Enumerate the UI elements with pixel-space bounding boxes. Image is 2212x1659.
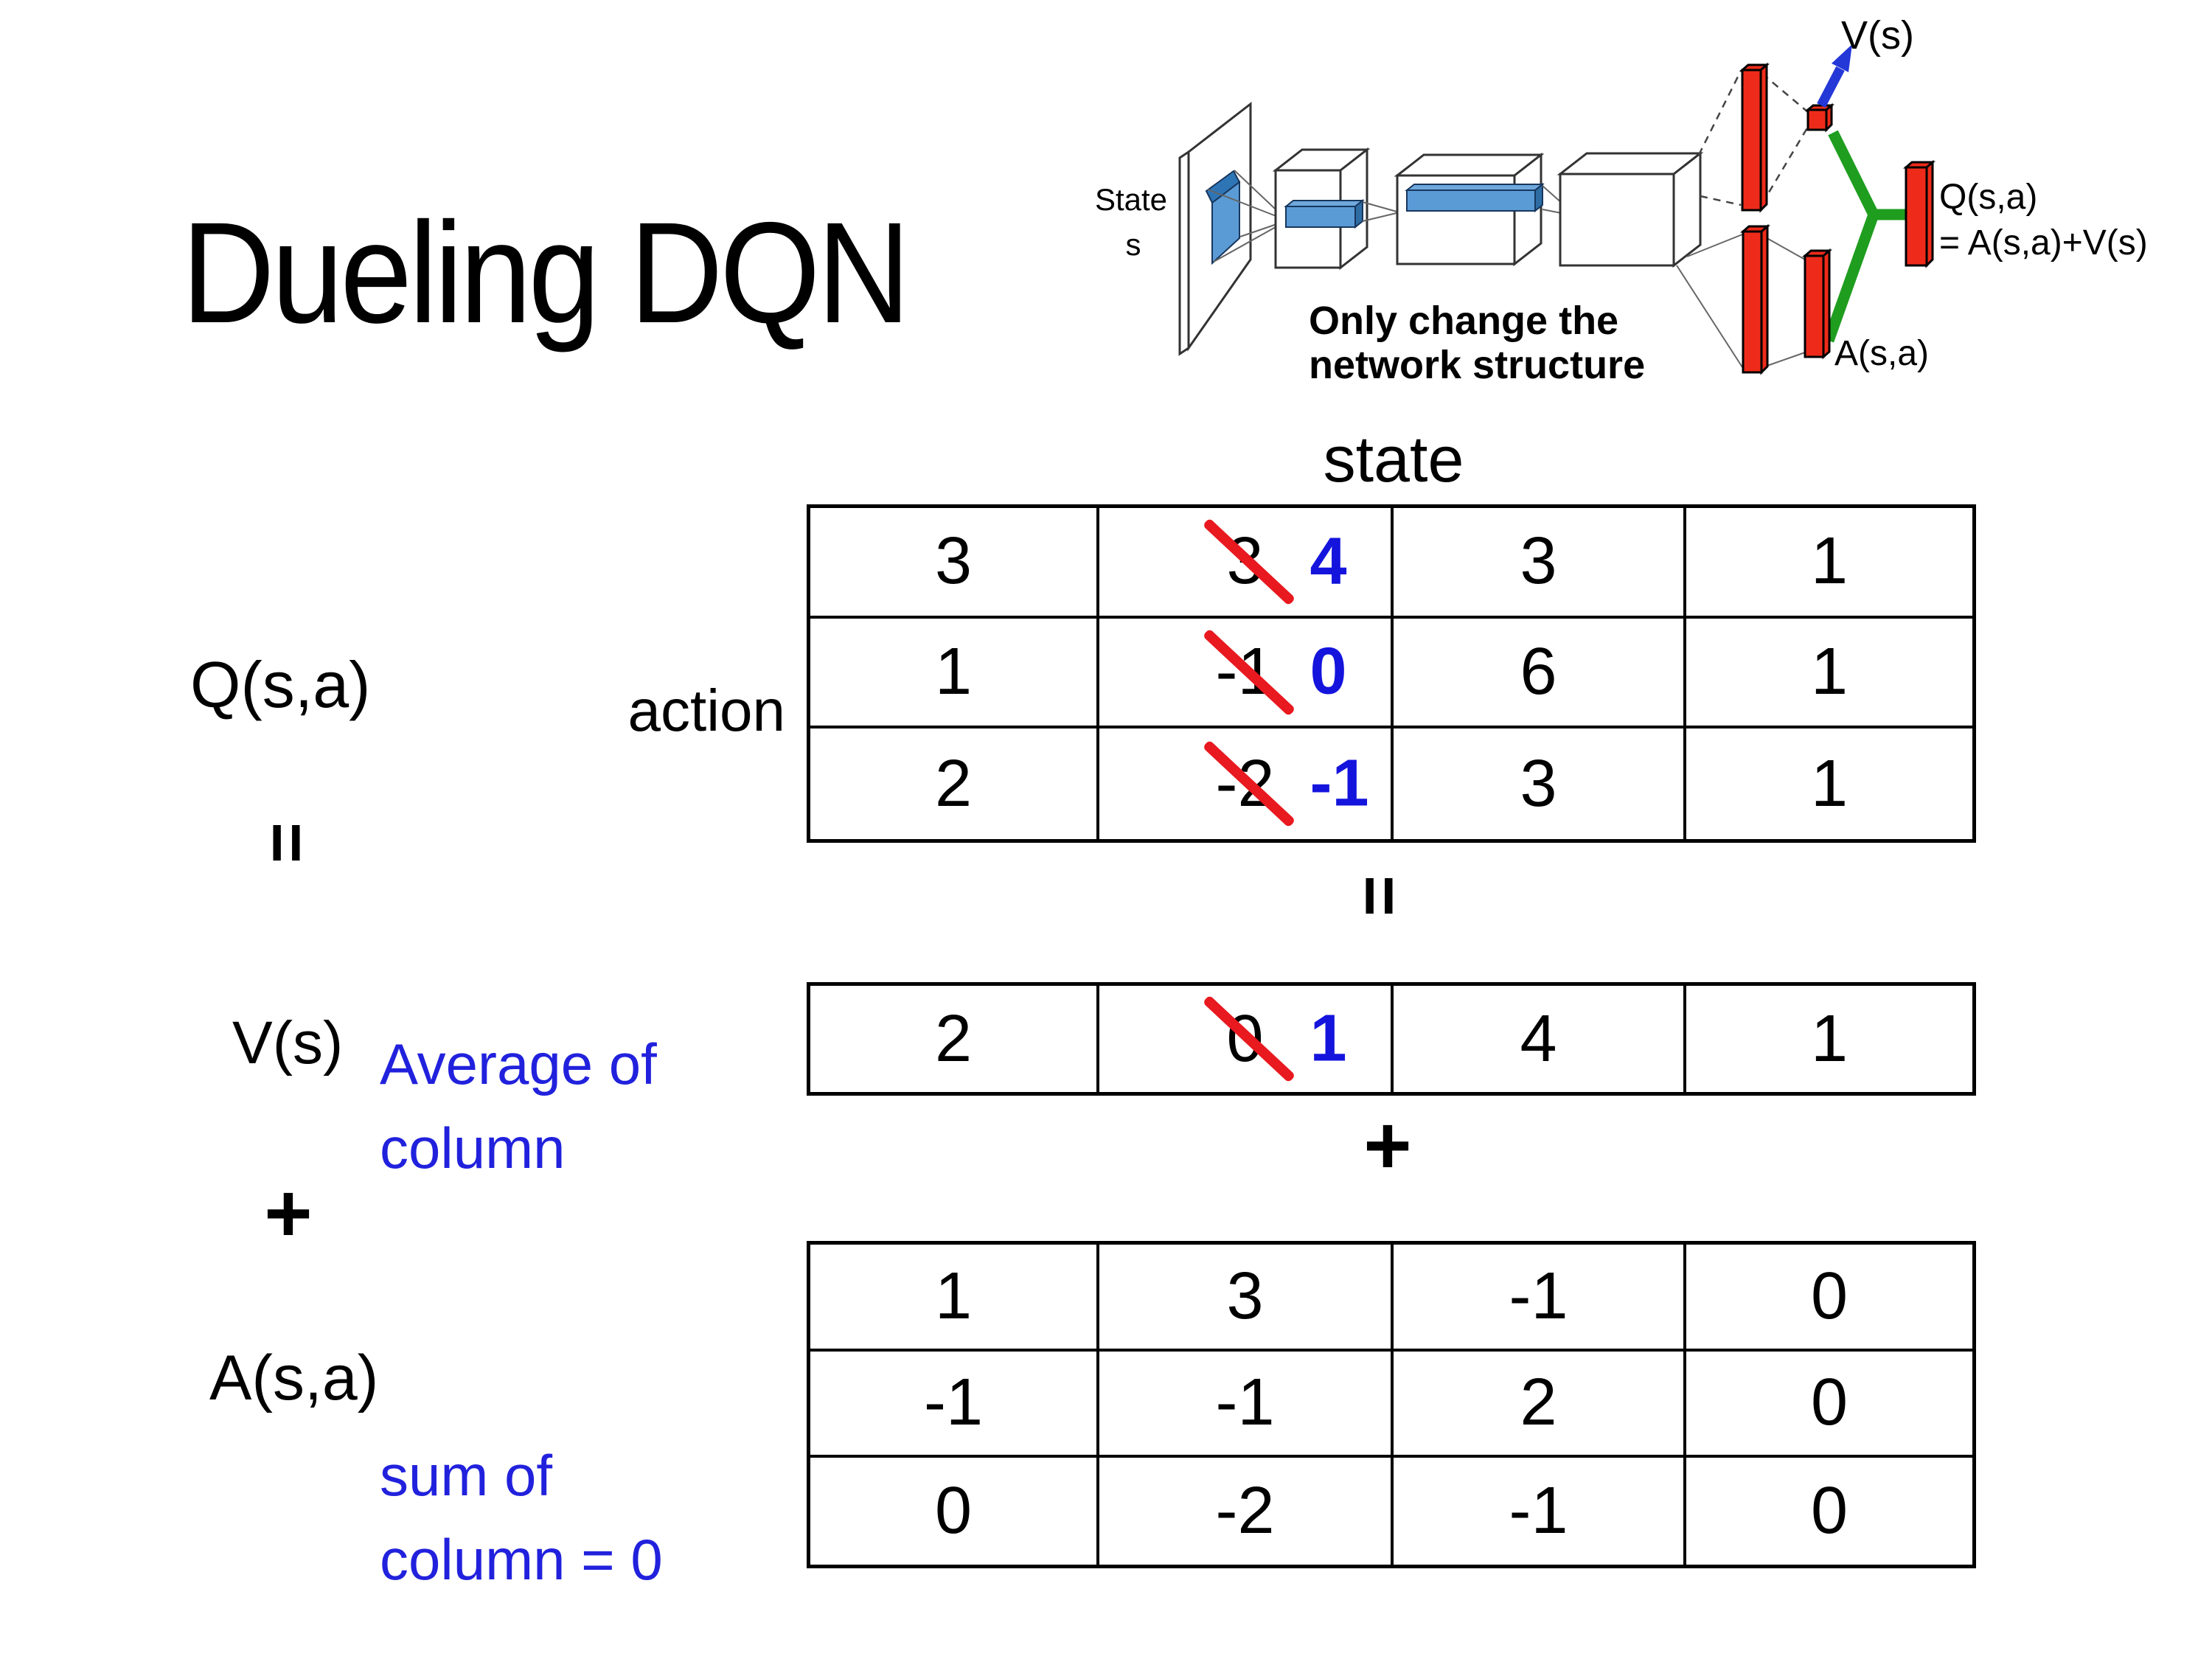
q-cell-r2c3: 6 (1394, 618, 1686, 729)
diagram-note-line1: Only change the (1309, 299, 1618, 343)
a-cell-r3c1: 0 (810, 1458, 1099, 1565)
a-function-label: A(s,a) (209, 1343, 379, 1413)
v-new-value: 1 (1310, 1001, 1347, 1076)
a-cell-r2c1: -1 (810, 1351, 1099, 1458)
q-new-value: 0 (1310, 634, 1347, 709)
sum-note-line1: sum of (380, 1443, 553, 1508)
v-function-label: V(s) (232, 1009, 344, 1077)
q-cell-r2c1: 1 (810, 618, 1099, 729)
q-cell-r3c3: 3 (1394, 728, 1686, 839)
v-output-arrow-icon (1817, 44, 1852, 108)
q-cell-r2c2-struck: -1 0 (1099, 618, 1394, 729)
average-note-line1: Average of (380, 1032, 657, 1096)
plus-sign-center: + (1363, 1099, 1412, 1192)
average-note-line2: column (380, 1116, 566, 1180)
combine-connector (1823, 130, 1907, 343)
slide-title: Dueling DQN (181, 192, 911, 353)
q-output-bar (1903, 159, 1935, 268)
equals-sign-left: = (248, 821, 327, 864)
v-cell-c2-struck: 0 1 (1099, 986, 1394, 1092)
fc-bar-bottom (1740, 223, 1770, 375)
v-cell-c1: 2 (810, 986, 1099, 1092)
conv-fan-2 (1362, 201, 1400, 222)
a-cell-r3c4: 0 (1810, 1474, 1848, 1548)
a-cell-r3c3: -1 (1394, 1458, 1686, 1565)
action-row-label: action (627, 678, 785, 743)
v-table: 2 0 1 4 1 (807, 982, 1976, 1096)
diagram-a-output-label: A(s,a) (1834, 334, 1929, 373)
q-cell-r2c4: 1 (1686, 619, 1972, 729)
state-column-header: state (1323, 422, 1464, 495)
diagram-state-label: State (1095, 182, 1167, 217)
q-cell-r1c2-struck: 3 4 (1099, 508, 1394, 619)
q-cell-r1c1: 3 (810, 508, 1099, 619)
conv-box-3 (1557, 150, 1704, 268)
input-patch (1205, 170, 1241, 265)
v-cell-c4: 1 (1810, 1001, 1848, 1076)
diagram-note-line2: network structure (1309, 343, 1645, 387)
q-function-label: Q(s,a) (190, 648, 371, 721)
feature-bar-2 (1405, 182, 1545, 213)
plus-sign-left: + (264, 1166, 313, 1259)
a-cell-r2c2: -1 (1099, 1351, 1394, 1458)
equals-sign-center: = (1340, 874, 1419, 917)
diagram-state-s-label: s (1126, 227, 1141, 262)
q-new-value: 4 (1310, 524, 1347, 599)
q-cell-r3c2-struck: -2 -1 (1099, 728, 1394, 839)
q-cell-r1c4: 1 (1686, 508, 1972, 619)
q-cell-r3c1: 2 (810, 728, 1099, 839)
a-cell-r3c2: -2 (1099, 1458, 1394, 1565)
v-scalar-node (1804, 102, 1835, 133)
q-new-value: -1 (1310, 746, 1369, 821)
network-diagram: State s V(s) Q(s,a) = A(s,a)+V(s) A(s,a)… (1095, 13, 2148, 387)
advantage-stream-lines (1676, 234, 1806, 368)
a-cell-r1c3: -1 (1394, 1245, 1686, 1352)
a-cell-r1c1: 1 (810, 1245, 1099, 1352)
a-cell-r1c4: 0 (1686, 1245, 1972, 1352)
sum-note-line2: column = 0 (380, 1527, 663, 1592)
q-table: 3 3 4 3 1 1 -1 0 6 1 2 -2 -1 3 1 (807, 504, 1976, 843)
diagram-q-formula-label: = A(s,a)+V(s) (1939, 223, 2148, 262)
a-vector-bar (1802, 248, 1832, 360)
a-cell-r2c3: 2 (1394, 1351, 1686, 1458)
a-cell-r2c4: 0 (1686, 1352, 1972, 1458)
value-stream-dashed-lines (1697, 70, 1809, 206)
diagram-v-output-label: V(s) (1841, 13, 1914, 58)
a-table: 1 3 -1 0 -1 -1 2 0 0 -2 -1 0 (807, 1241, 1976, 1568)
feature-bar-1 (1284, 198, 1365, 229)
v-cell-c3: 4 (1394, 986, 1686, 1092)
a-cell-r1c2: 3 (1099, 1245, 1394, 1352)
q-cell-r3c4: 1 (1810, 746, 1848, 821)
diagram-q-output-label: Q(s,a) (1939, 178, 2037, 217)
fc-bar-top (1739, 62, 1770, 213)
q-cell-r1c3: 3 (1394, 508, 1686, 619)
